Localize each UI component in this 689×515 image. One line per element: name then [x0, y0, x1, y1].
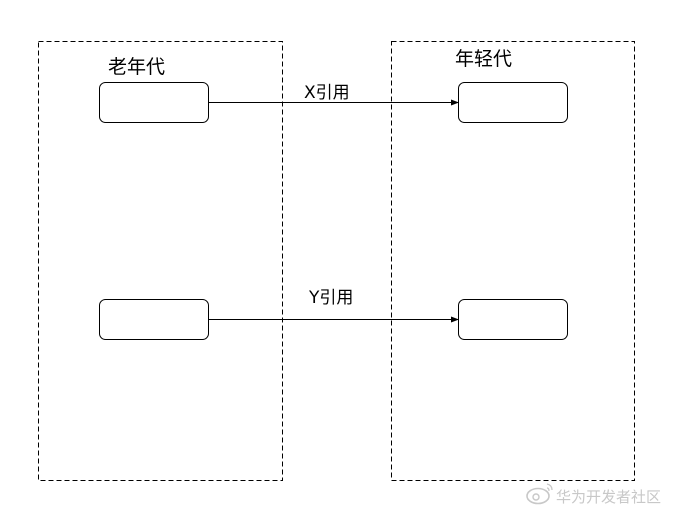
weibo-logo-icon [526, 483, 553, 505]
young-generation-label: 年轻代 [455, 48, 512, 70]
old-generation-region: 老年代 [38, 41, 283, 481]
reference-x: X引用 [208, 83, 459, 106]
old-generation-label: 老年代 [108, 56, 165, 78]
young-generation-boundary [391, 41, 635, 481]
watermark-text: 华为开发者社区 [556, 488, 661, 506]
old-generation-boundary [38, 41, 283, 481]
old-object-x [99, 82, 209, 123]
young-object-y [458, 299, 568, 340]
old-object-y [99, 299, 209, 340]
young-object-x [458, 82, 568, 123]
reference-y: Y引用 [208, 288, 459, 323]
watermark: 华为开发者社区 [526, 483, 661, 506]
reference-y-label: Y引用 [308, 288, 353, 308]
young-generation-region: 年轻代 [391, 41, 635, 481]
reference-x-label: X引用 [304, 83, 350, 103]
